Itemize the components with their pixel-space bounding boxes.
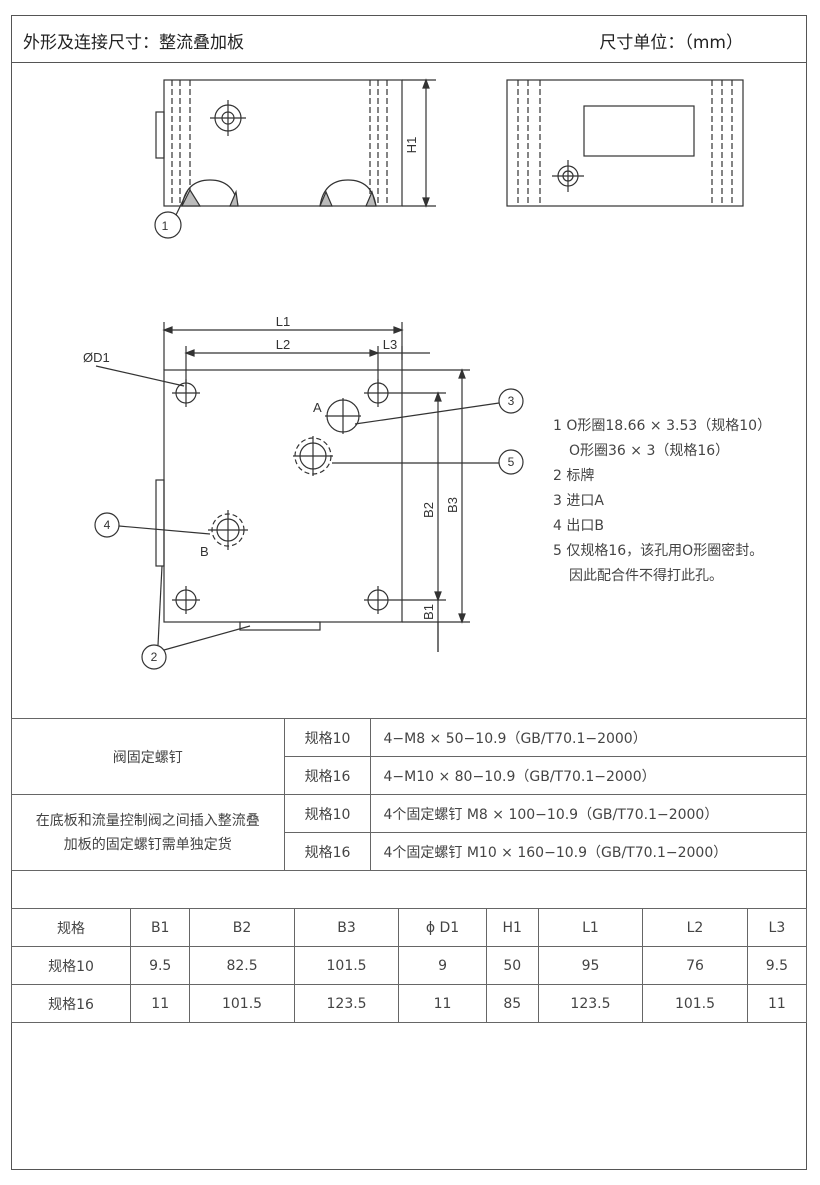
- col-header: L2: [642, 908, 748, 947]
- col-header: B3: [293, 908, 400, 947]
- callout-5: 5: [508, 455, 515, 469]
- table-cell: 11: [746, 984, 808, 1023]
- table-row: 规格10 9.5 82.5 101.5 9 50 95 76 9.5: [10, 946, 808, 985]
- col-header: L3: [746, 908, 808, 947]
- table-cell: 101.5: [189, 984, 295, 1023]
- side-view: [506, 79, 744, 207]
- table-cell: 11: [398, 984, 487, 1023]
- bolt-size: 规格10: [283, 718, 372, 757]
- note-1: 1 O形圈18.66 × 3.53（规格10）: [553, 418, 772, 434]
- top-view: [94, 322, 524, 670]
- callout-1: 1: [162, 219, 169, 233]
- table-cell: 规格16: [10, 984, 132, 1023]
- table-row: 规格16 11 101.5 123.5 11 85 123.5 101.5 11: [10, 984, 808, 1023]
- table-row: 规格16 4个固定螺钉 M10 × 160−10.9（GB/T70.1−2000…: [12, 832, 807, 871]
- dim-h1-label: H1: [404, 137, 419, 154]
- note-1b: O形圈36 × 3（规格16）: [569, 443, 730, 459]
- table-cell: 规格10: [10, 946, 132, 985]
- bolt-spec: 4−M10 × 80−10.9（GB/T70.1−2000）: [370, 756, 807, 795]
- page-title: 外形及连接尺寸：整流叠加板: [23, 33, 244, 53]
- col-header: L1: [537, 908, 644, 947]
- header: 外形及连接尺寸：整流叠加板 尺寸单位：（mm）: [11, 15, 807, 63]
- bolt-table: 阀固定螺钉 规格10 4−M8 × 50−10.9（GB/T70.1−2000）…: [11, 718, 807, 871]
- dim-b1-label: B1: [421, 604, 436, 620]
- callout-3: 3: [508, 394, 515, 408]
- callout-4: 4: [104, 518, 111, 532]
- table-cell: 9: [398, 946, 487, 985]
- front-view: [154, 78, 436, 239]
- table-row: 阀固定螺钉 规格10 4−M8 × 50−10.9（GB/T70.1−2000）: [11, 718, 807, 795]
- col-header: H1: [485, 908, 539, 947]
- bolt-spec: 4个固定螺钉 M10 × 160−10.9（GB/T70.1−2000）: [370, 832, 807, 871]
- bolt-group-1-label: 阀固定螺钉: [11, 718, 285, 795]
- table-cell: 76: [642, 946, 748, 985]
- table-cell: 101.5: [642, 984, 748, 1023]
- dim-l1-label: L1: [276, 314, 290, 329]
- table-cell: 9.5: [130, 946, 191, 985]
- page-frame: [11, 15, 807, 1170]
- note-4: 4 出口B: [553, 518, 604, 534]
- bolt-size: 规格16: [283, 756, 372, 795]
- unit-label: 尺寸单位：（mm）: [599, 33, 743, 53]
- technical-drawing: 1 H1 L1 L2 L3 ØD1 A B 3 5 4 2 B2 B3 B1: [83, 78, 744, 670]
- dim-l3-label: L3: [383, 337, 397, 352]
- note-5b: 因此配合件不得打此孔。: [569, 568, 723, 584]
- table-cell: 123.5: [537, 984, 644, 1023]
- note-5: 5 仅规格16，该孔用O形圈密封。: [553, 543, 764, 559]
- port-b-label: B: [200, 544, 209, 559]
- dim-b3-label: B3: [445, 497, 460, 513]
- table-row: 规格16 4−M10 × 80−10.9（GB/T70.1−2000）: [12, 756, 807, 795]
- note-2: 2 标牌: [553, 468, 595, 484]
- col-header: ϕ D1: [398, 908, 487, 947]
- note-3: 3 进口A: [553, 493, 604, 509]
- bolt-size: 规格16: [283, 832, 372, 871]
- col-header: B1: [130, 908, 191, 947]
- table-cell: 9.5: [746, 946, 808, 985]
- dim-b2-label: B2: [421, 502, 436, 518]
- col-header: 规格: [10, 908, 132, 947]
- table-cell: 101.5: [293, 946, 400, 985]
- table-cell: 50: [485, 946, 539, 985]
- dimension-table: 规格 B1 B2 B3 ϕ D1 H1 L1 L2 L3 规格10 9.5 82…: [10, 908, 808, 1023]
- bolt-spec: 4个固定螺钉 M8 × 100−10.9（GB/T70.1−2000）: [370, 794, 807, 833]
- table-row: 在底板和流量控制阀之间插入整流叠加板的固定螺钉需单独定货 规格10 4个固定螺钉…: [11, 794, 807, 871]
- dim-d1-label: ØD1: [83, 350, 110, 365]
- callout-2: 2: [151, 650, 158, 664]
- port-a-label: A: [313, 400, 322, 415]
- bolt-spec: 4−M8 × 50−10.9（GB/T70.1−2000）: [370, 718, 807, 757]
- table-header-row: 规格 B1 B2 B3 ϕ D1 H1 L1 L2 L3: [10, 908, 808, 947]
- bolt-group-2-label: 在底板和流量控制阀之间插入整流叠加板的固定螺钉需单独定货: [11, 794, 285, 871]
- table-cell: 82.5: [189, 946, 295, 985]
- col-header: B2: [189, 908, 295, 947]
- notes-list: 1 O形圈18.66 × 3.53（规格10） O形圈36 × 3（规格16） …: [553, 414, 771, 589]
- table-cell: 95: [537, 946, 644, 985]
- table-cell: 123.5: [293, 984, 400, 1023]
- table-cell: 85: [485, 984, 539, 1023]
- table-cell: 11: [130, 984, 191, 1023]
- dim-l2-label: L2: [276, 337, 290, 352]
- bolt-size: 规格10: [283, 794, 372, 833]
- spacer-row: [11, 870, 807, 908]
